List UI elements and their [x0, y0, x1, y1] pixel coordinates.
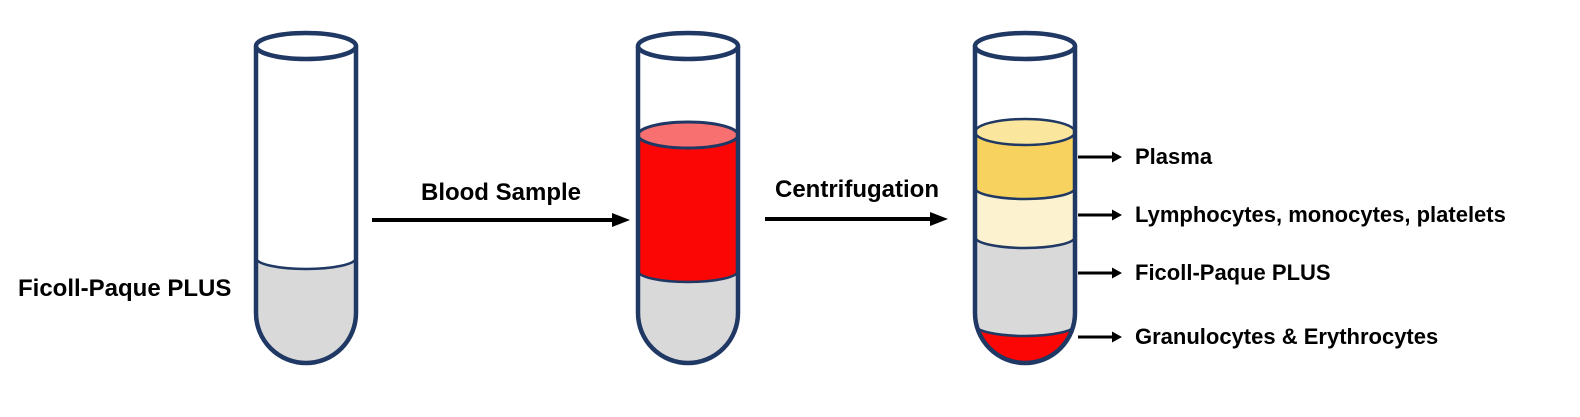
arrow-head	[612, 213, 630, 227]
plasma-surface	[973, 117, 1077, 147]
tube-ficoll	[253, 30, 359, 366]
tube-mouth	[253, 30, 359, 62]
centrifugation-arrow	[765, 212, 948, 226]
arrow-head	[1112, 151, 1122, 163]
blood-surface	[636, 120, 740, 150]
tube-outline	[635, 46, 741, 366]
blood-ficoll-boundary-line	[636, 270, 740, 284]
tube-outline	[972, 46, 1078, 366]
blood-layer	[638, 135, 738, 282]
erythrocyte-pointer-arrow	[1078, 331, 1122, 343]
tube-blood	[635, 30, 741, 366]
plasma-buffy-boundary-line	[973, 187, 1077, 201]
tube-separated	[972, 30, 1078, 366]
ficoll-layer	[975, 237, 1075, 363]
blood-sample-label: Blood Sample	[420, 179, 582, 206]
plasma-layer	[975, 132, 1075, 199]
tube-mouth	[972, 30, 1078, 62]
centrifugation-label: Centrifugation	[775, 176, 939, 203]
plasma-label: Plasma	[1135, 144, 1213, 169]
buffy-coat-layer	[975, 188, 1075, 248]
blood-sample-arrow	[372, 213, 630, 227]
ficoll-surface-line	[254, 257, 358, 271]
ficoll-pointer-arrow	[1078, 267, 1122, 279]
ficoll-layer	[638, 271, 738, 363]
buffy-coat-label: Lymphocytes, monocytes, platelets	[1135, 202, 1506, 227]
tube-mouth	[635, 30, 741, 62]
buffy-ficoll-boundary-line	[973, 236, 1077, 250]
left-tube-label: Ficoll-Paque PLUS	[18, 275, 232, 302]
plasma-pointer-arrow	[1078, 151, 1122, 163]
buffy-pointer-arrow	[1078, 209, 1122, 221]
ficoll-label: Ficoll-Paque PLUS	[1135, 260, 1331, 285]
arrow-head	[1112, 267, 1122, 279]
tube-outline	[253, 46, 359, 366]
erythrocyte-label: Granulocytes & Erythrocytes	[1135, 324, 1439, 349]
arrow-head	[1112, 209, 1122, 221]
arrow-head	[1112, 331, 1122, 343]
arrow-head	[930, 212, 948, 226]
ficoll-layer	[256, 258, 356, 363]
